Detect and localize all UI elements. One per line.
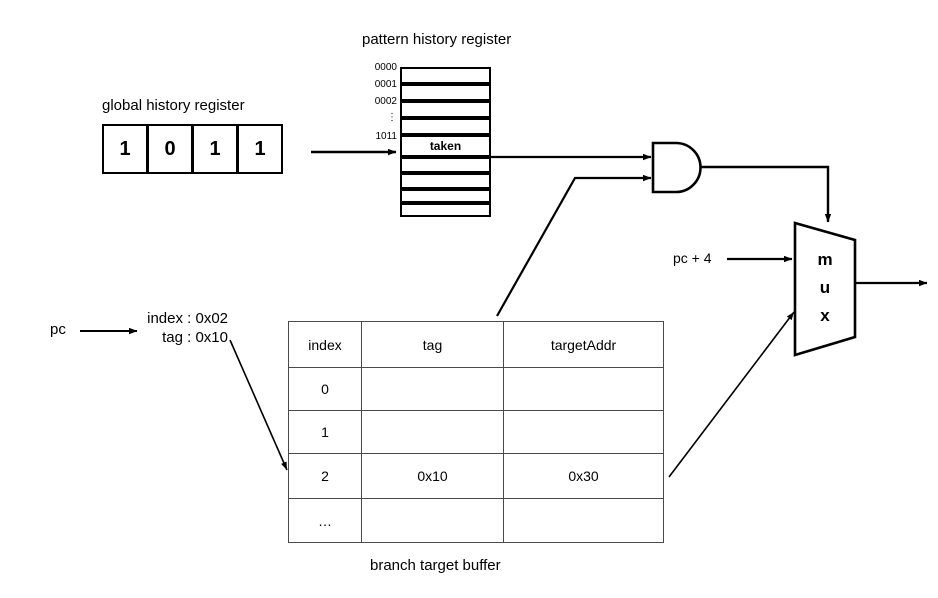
btb-row-3-targetaddr[interactable] (503, 498, 664, 543)
mux-label-x: x (820, 306, 830, 325)
btb-row-2-targetaddr[interactable]: 0x30 (503, 453, 664, 499)
global-history-register-label: global history register (102, 97, 245, 114)
pattern-history-register-label: pattern history register (362, 31, 512, 48)
btb-row-0-targetaddr[interactable] (503, 367, 664, 411)
phr-index-label-1011: 1011 (375, 131, 397, 142)
btb-row-2-index[interactable]: 2 (288, 453, 362, 499)
ghr-bit-0[interactable]: 1 (102, 124, 148, 174)
phr-index-label-ellipsis: ⋮ (387, 112, 397, 123)
phr-row-0[interactable] (400, 67, 491, 84)
phr-row-3[interactable] (400, 118, 491, 135)
pc-plus-4-label: pc + 4 (673, 250, 712, 266)
phr-row-2[interactable] (400, 101, 491, 118)
btb-row-1-tag[interactable] (361, 410, 504, 454)
btb-header-targetaddr: targetAddr (503, 321, 664, 368)
btb-row-3-index[interactable]: … (288, 498, 362, 543)
btb-row-0-index[interactable]: 0 (288, 367, 362, 411)
arrow-btb-target-to-mux (668, 311, 795, 478)
btb-row-2-tag[interactable]: 0x10 (361, 453, 504, 499)
arrow-and-to-mux-select (700, 165, 832, 223)
phr-row-taken[interactable]: taken (400, 135, 491, 157)
and-gate (651, 141, 702, 194)
arrow-btb-hit-to-and (496, 174, 652, 317)
btb-header-index: index (288, 321, 362, 368)
mux-label-m: m (817, 250, 833, 269)
btb-header-tag: tag (361, 321, 504, 368)
phr-index-label-0000: 0000 (374, 62, 397, 73)
phr-index-label-0001: 0001 (374, 79, 397, 90)
btb-row-3-tag[interactable] (361, 498, 504, 543)
phr-row-6[interactable] (400, 173, 491, 189)
arrow-index-to-btb-row (229, 339, 288, 471)
phr-row-1[interactable] (400, 84, 491, 101)
phr-index-label-0002: 0002 (374, 96, 397, 107)
ghr-bit-3[interactable]: 1 (237, 124, 283, 174)
ghr-bit-1[interactable]: 0 (147, 124, 193, 174)
branch-target-buffer-caption: branch target buffer (370, 557, 501, 574)
phr-row-8[interactable] (400, 203, 491, 217)
mux-label-u: u (819, 278, 831, 297)
btb-row-0-tag[interactable] (361, 367, 504, 411)
ghr-bit-2[interactable]: 1 (192, 124, 238, 174)
btb-index-lookup-value: index : 0x02 (147, 310, 228, 327)
phr-row-7[interactable] (400, 189, 491, 203)
btb-tag-lookup-value: tag : 0x10 (162, 329, 228, 346)
btb-row-1-index[interactable]: 1 (288, 410, 362, 454)
phr-row-5[interactable] (400, 157, 491, 173)
pc-label: pc (50, 321, 66, 338)
btb-row-1-targetaddr[interactable] (503, 410, 664, 454)
